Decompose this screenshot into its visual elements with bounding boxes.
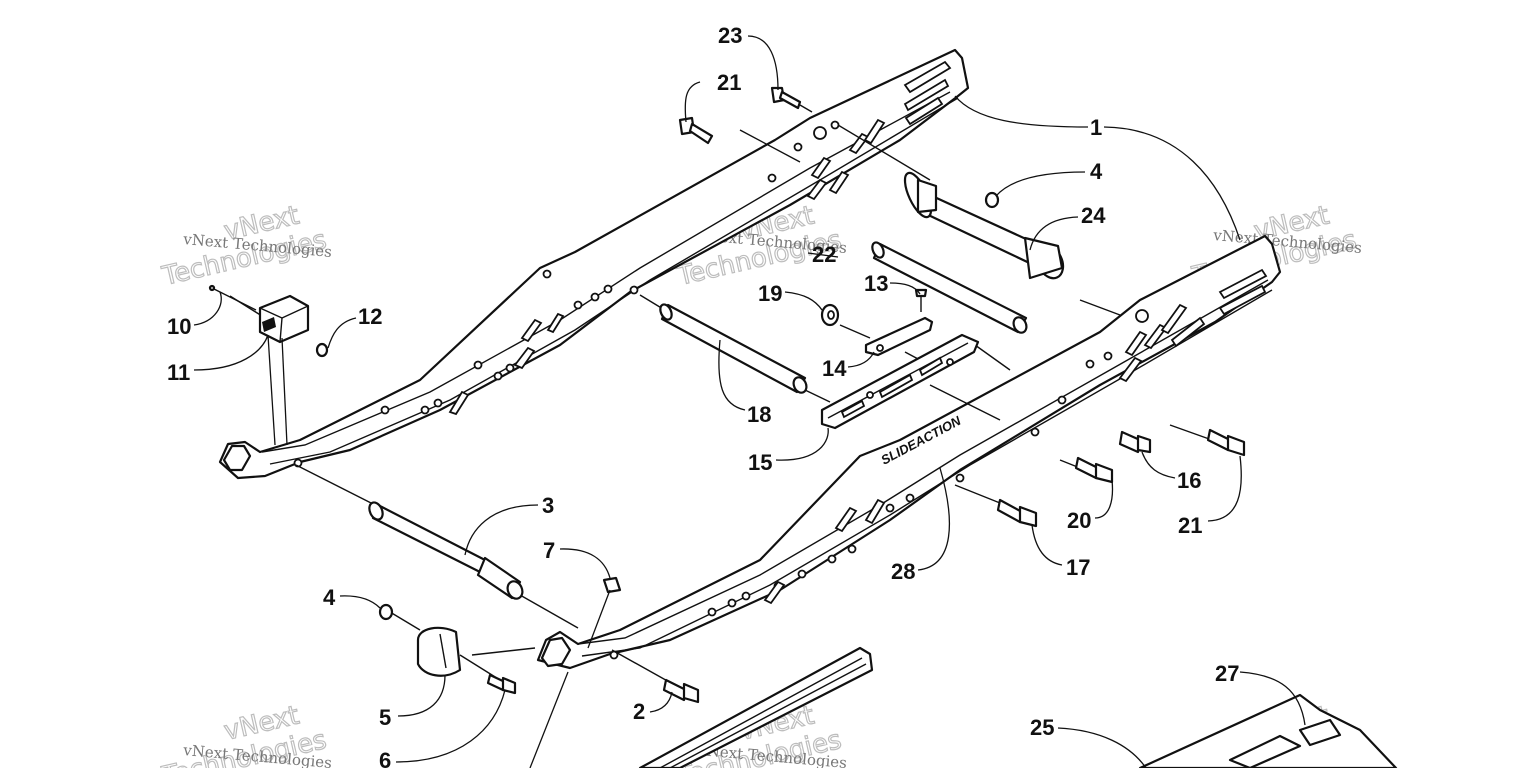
callout-22: 22 (812, 242, 836, 267)
part-12-nut (315, 342, 329, 358)
part-24-shaft (903, 171, 1065, 280)
callout-28: 28 (891, 559, 915, 584)
part-6-bolt (486, 673, 517, 695)
callout-10: 10 (167, 314, 191, 339)
part-15-bracket (820, 333, 980, 430)
part-2-bolt (662, 678, 700, 704)
callout-5: 5 (379, 705, 391, 730)
callout-23: 23 (718, 23, 742, 48)
callout-18: 18 (747, 402, 771, 427)
callout-labels: 23 21 1 4 24 22 13 19 10 12 11 14 18 15 … (167, 23, 1239, 768)
part-4-nut (984, 191, 1000, 209)
part-13-screw (914, 288, 928, 312)
callout-20: 20 (1067, 508, 1091, 533)
callout-2: 2 (633, 699, 645, 724)
part-7-plug (602, 576, 622, 594)
callout-17: 17 (1066, 555, 1090, 580)
callout-15: 15 (748, 450, 772, 475)
part-16-bolt (1118, 430, 1152, 454)
part-3-shaft (368, 501, 524, 600)
part-5-block (416, 626, 462, 677)
part-21-bolt (678, 116, 714, 145)
callout-27: 27 (1215, 661, 1239, 686)
callout-16: 16 (1177, 468, 1201, 493)
part-14-bracket (864, 316, 934, 357)
rail-slots (763, 268, 1268, 605)
part-track-channel (638, 646, 874, 768)
leader-lines (193, 35, 1306, 768)
part-20-bolt (1074, 456, 1114, 484)
part-21-bolt-right (1206, 428, 1246, 457)
callout-13: 13 (864, 271, 888, 296)
right-slide-rail: SLIDEACTION (536, 234, 1282, 670)
callout-19: 19 (758, 281, 782, 306)
rail-slots (448, 60, 952, 416)
part-17-bolt (996, 498, 1038, 528)
callout-11: 11 (167, 360, 190, 385)
part-23-bolt (770, 86, 802, 110)
callout-21-top: 21 (717, 70, 741, 95)
part-19-nut (820, 303, 840, 327)
part-11-block (258, 294, 310, 344)
callout-1: 1 (1090, 115, 1102, 140)
part-4-nut-lower (378, 603, 394, 621)
callout-25: 25 (1030, 715, 1054, 740)
callout-24: 24 (1081, 203, 1106, 228)
callout-6: 6 (379, 748, 391, 768)
callout-3: 3 (542, 493, 554, 518)
part-18-tube (659, 303, 808, 394)
callout-14: 14 (822, 356, 847, 381)
left-slide-rail (218, 48, 970, 480)
callout-12: 12 (358, 304, 382, 329)
callout-4-top: 4 (1090, 159, 1103, 184)
part-22-tube (871, 241, 1028, 334)
callout-7: 7 (543, 538, 555, 563)
part-10-pin (208, 284, 257, 311)
callout-21-right: 21 (1178, 513, 1202, 538)
part-25-27-assembly (1138, 693, 1398, 768)
callout-4-lower: 4 (323, 585, 336, 610)
rail-holes (293, 120, 840, 468)
